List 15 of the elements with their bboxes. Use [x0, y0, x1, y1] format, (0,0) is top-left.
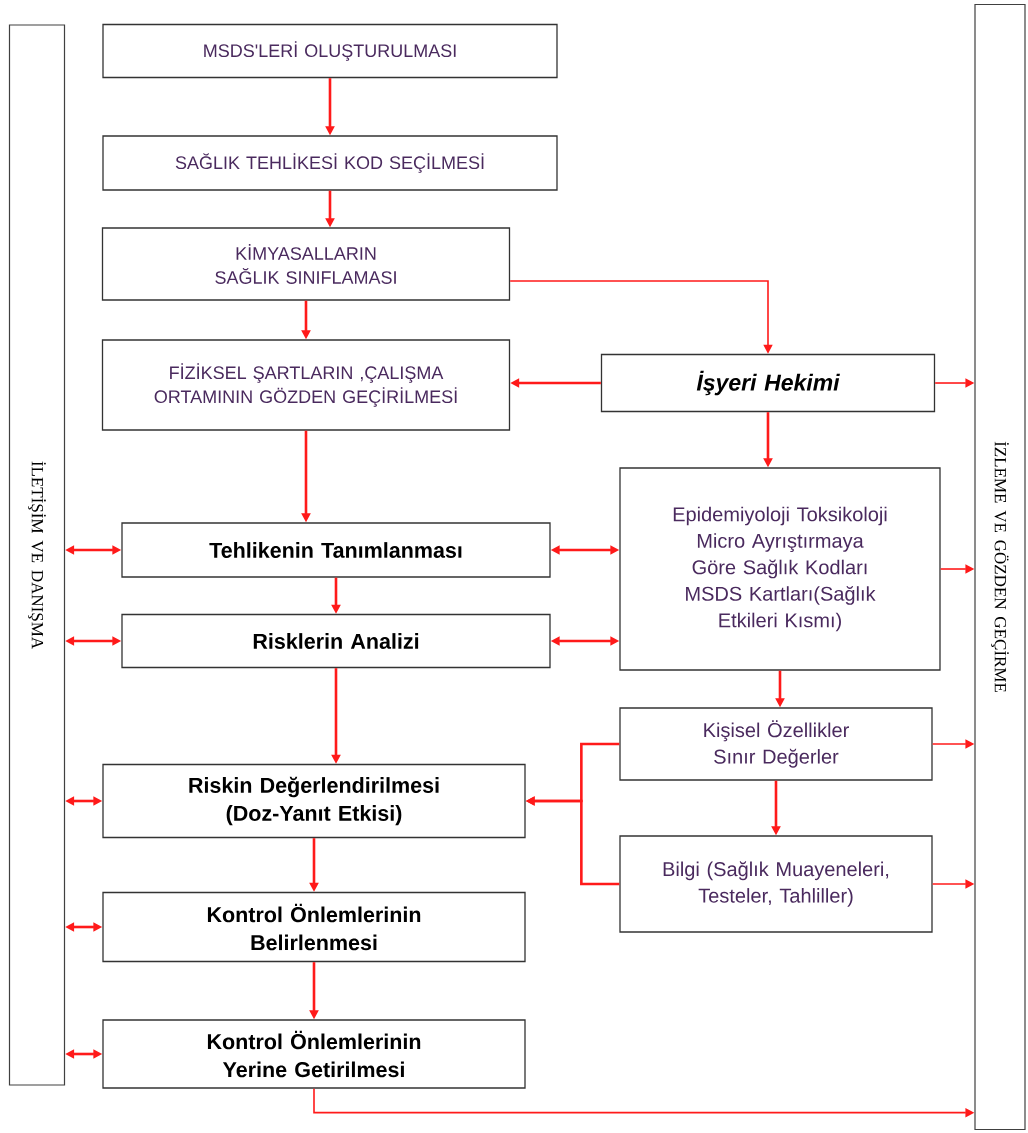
process-box: Kontrol Önlemlerinin Yerine Getirilmesi: [102, 1019, 526, 1089]
process-box: Kişisel Özellikler Sınır Değerler: [619, 707, 933, 781]
process-box: SAĞLIK TEHLİKESİ KOD SEÇİLMESİ: [102, 135, 558, 191]
process-box: Riskin Değerlendirilmesi (Doz-Yanıt Etkisi): [102, 763, 526, 839]
process-box: Kontrol Önlemlerinin Belirlenmesi: [102, 891, 526, 963]
process-box: MSDS'LERİ OLUŞTURULMASI: [102, 23, 558, 79]
process-box: Bilgi (Sağlık Muayeneleri, Testeler, Tahliller): [619, 835, 933, 933]
process-box: FİZİKSEL ŞARTLARIN ,ÇALIŞMA ORTAMININ GÖZDEN GEÇİRİLMESİ: [101, 339, 511, 431]
process-box: İşyeri Hekimi: [600, 353, 936, 413]
vertical-band: İLETİŞİM VE DANIŞMA: [8, 24, 66, 1086]
process-box: Tehlikenin Tanımlanması: [121, 522, 551, 578]
vertical-band: İZLEME VE GÖZDEN GEÇİRME: [974, 3, 1026, 1131]
process-box: Risklerin Analizi: [121, 613, 551, 669]
process-box: KİMYASALLARIN SAĞLIK SINIFLAMASI: [101, 227, 511, 301]
process-box: Epidemiyoloji Toksikoloji Micro Ayrıştırmaya Göre Sağlık Kodları MSDS Kartları(Sağlık Etkileri Kısmı): [619, 467, 941, 671]
